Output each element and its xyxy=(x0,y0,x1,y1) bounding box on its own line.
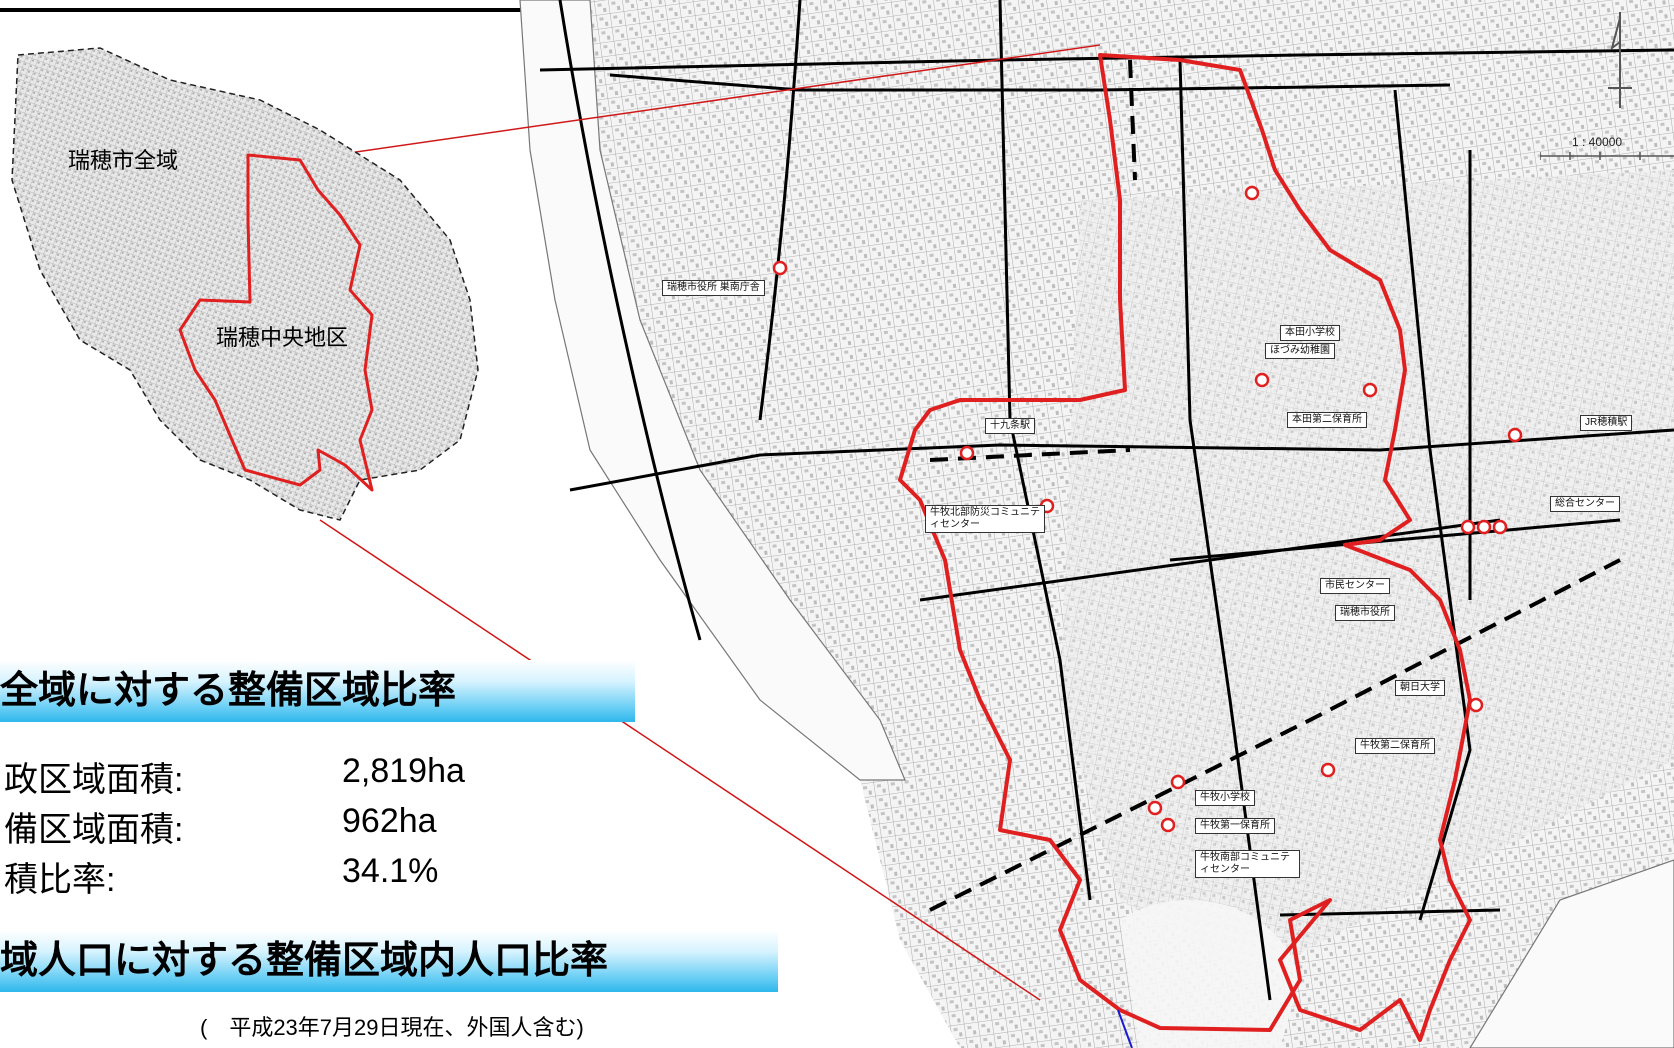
place-label: 牛牧第一保育所 xyxy=(1195,818,1275,834)
place-label: 瑞穂市役所 巣南庁舎 xyxy=(662,280,765,296)
place-label: 市民センター xyxy=(1320,578,1390,594)
section2-note: ( 平成23年7月29日現在、外国人含む) xyxy=(200,1015,584,1040)
city-outline xyxy=(11,47,479,521)
stat-label: 備区域面積: xyxy=(4,811,184,849)
place-label: JR穂積駅 xyxy=(1580,415,1633,431)
stat-value: 2,819ha xyxy=(342,752,465,790)
city-label: 瑞穂市全域 xyxy=(68,148,179,173)
district-label: 瑞穂中央地区 xyxy=(216,325,349,350)
place-label: 朝日大学 xyxy=(1395,680,1445,696)
section1-title: 全域に対する整備区域比率 xyxy=(0,670,457,712)
stat-label: 積比率: xyxy=(4,861,116,899)
city-overview-map xyxy=(11,47,479,521)
place-label: 牛牧小学校 xyxy=(1195,790,1255,806)
map-scale: 1 : 40000 xyxy=(1572,135,1623,149)
place-label: 本田第二保育所 xyxy=(1287,412,1367,428)
place-label: 牛牧第二保育所 xyxy=(1355,738,1435,754)
place-label: 本田小学校 xyxy=(1280,325,1340,341)
place-label: 十九条駅 xyxy=(985,418,1035,434)
section2-banner: 域人口に対する整備区域内人口比率 xyxy=(0,930,778,992)
callout-lines xyxy=(299,44,1101,1001)
place-label: 牛牧南部コミュニティセンター xyxy=(1195,850,1300,878)
blue-line xyxy=(1117,1009,1133,1048)
place-label: 瑞穂市役所 xyxy=(1335,605,1395,621)
place-label: ほづみ幼稚園 xyxy=(1265,343,1335,359)
district-outline xyxy=(178,153,374,492)
stat-label: 政区域面積: xyxy=(4,761,184,799)
district-boundary xyxy=(898,53,1472,1042)
stat-value: 962ha xyxy=(342,802,437,840)
stat-row: 備区域面積: 962ha xyxy=(0,802,560,849)
section1-banner: 全域に対する整備区域比率 xyxy=(0,660,635,722)
scale-bar xyxy=(1540,152,1674,160)
stat-row: 政区域面積: 2,819ha xyxy=(0,752,560,799)
section2-title: 域人口に対する整備区域内人口比率 xyxy=(0,940,609,982)
place-label: 総合センター xyxy=(1550,496,1620,512)
place-label: 牛牧北部防災コミュニティセンター xyxy=(925,505,1045,533)
north-arrow-icon xyxy=(1608,12,1632,108)
stat-row: 積比率: 34.1% xyxy=(0,852,560,899)
river-area xyxy=(519,0,906,781)
stat-value: 34.1% xyxy=(342,852,439,890)
